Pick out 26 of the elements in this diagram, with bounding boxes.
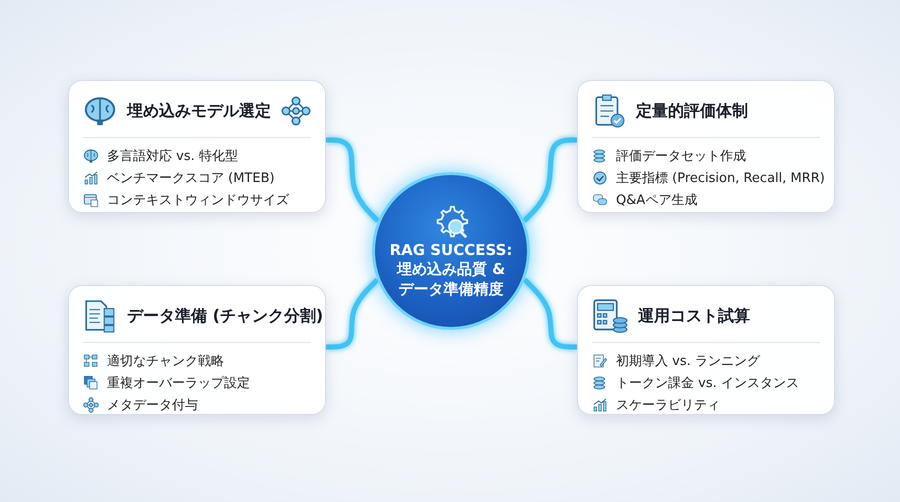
list-item: メタデータ付与 [107, 397, 198, 414]
topic-card [577, 285, 835, 415]
list-item: 重複オーバーラップ設定 [107, 375, 250, 392]
glowing-connector [326, 138, 380, 223]
list-item: ベンチマークスコア (MTEB) [107, 170, 275, 187]
glowing-connector [326, 278, 380, 350]
glowing-connector [522, 138, 577, 223]
topic-card [577, 80, 835, 213]
list-item: 適切なチャンク戦略 [107, 353, 224, 370]
list-item: 主要指標 (Precision, Recall, MRR) [616, 170, 825, 187]
card-title: 埋め込みモデル選定 [127, 100, 271, 122]
hub-circle [372, 172, 530, 330]
card-title: 運用コスト試算 [638, 306, 750, 326]
list-item: コンテキストウィンドウサイズ [107, 192, 289, 209]
list-item: 評価データセット作成 [616, 148, 746, 165]
topic-card [68, 80, 326, 213]
list-item: スケーラビリティ [616, 397, 720, 414]
list-item: 初期導入 vs. ランニング [616, 353, 760, 370]
card-title: 定量的評価体制 [636, 100, 748, 122]
card-title: データ準備 (チャンク分割) [127, 306, 324, 326]
list-item: トークン課金 vs. インスタンス [616, 375, 799, 392]
list-item: 多言語対応 vs. 特化型 [107, 148, 238, 165]
topic-card [68, 285, 326, 415]
hub-title: RAG SUCCESS: 埋め込み品質 & データ準備精度 [389, 240, 513, 300]
glowing-connector [522, 278, 577, 350]
list-item: Q&Aペア生成 [616, 192, 698, 209]
